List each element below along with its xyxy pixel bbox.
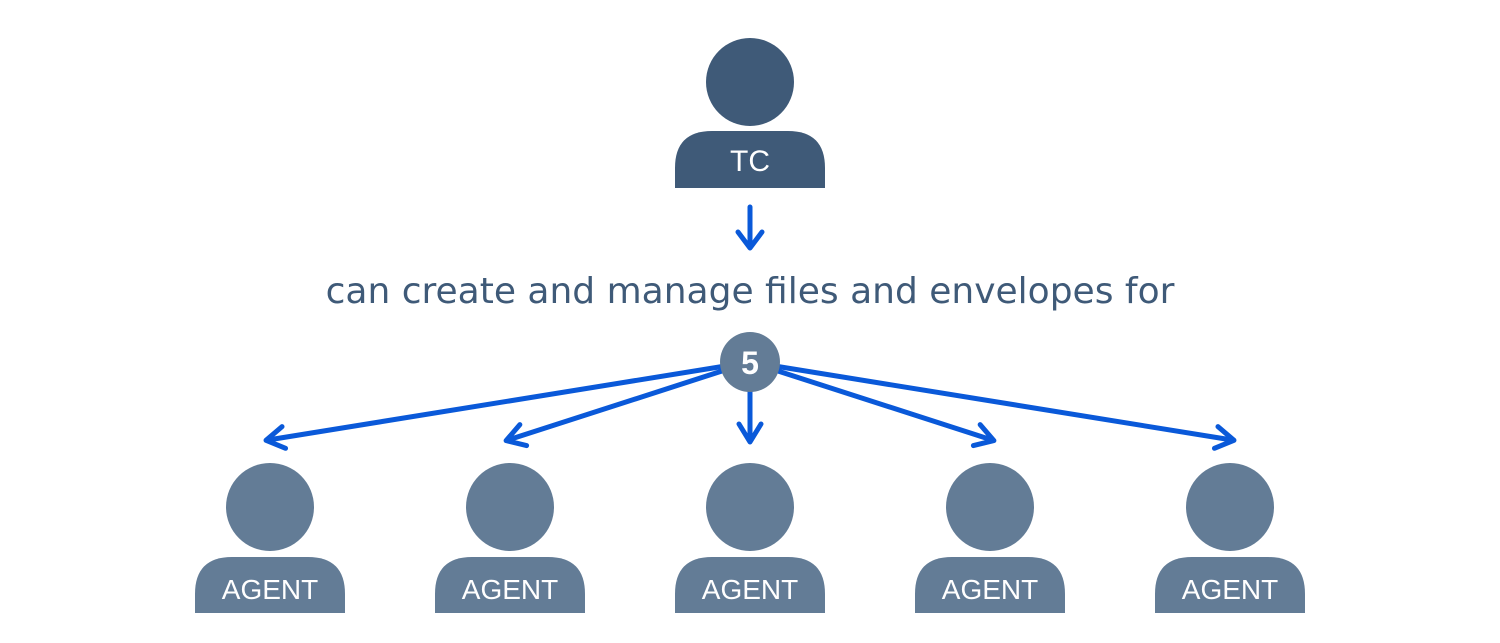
agent-head: [226, 463, 314, 551]
leader-person: TC: [675, 38, 825, 188]
agent-label: AGENT: [222, 574, 318, 605]
agent-arrowhead: [503, 422, 530, 449]
agent-head: [1186, 463, 1274, 551]
agent-person: AGENT: [195, 463, 345, 613]
relationship-text: can create and manage files and envelope…: [326, 271, 1175, 312]
count-badge-value: 5: [741, 345, 759, 381]
agent-arrows: [263, 359, 1237, 451]
count-badge-circle: [720, 332, 780, 392]
agent-arrowhead: [263, 424, 289, 451]
leader-down-arrowhead: [735, 229, 765, 251]
agent-row: AGENT AGENT AGENT AGENT AGENT: [195, 463, 1305, 613]
agent-body: [1155, 557, 1305, 613]
leader-label: TC: [730, 145, 770, 178]
agent-arrow: [747, 359, 1237, 451]
agent-arrow-line: [265, 359, 753, 443]
agent-head: [466, 463, 554, 551]
agent-arrowhead: [736, 421, 764, 445]
agent-body: [195, 557, 345, 613]
agent-body: [915, 557, 1065, 613]
agent-person: AGENT: [675, 463, 825, 613]
agent-body: [675, 557, 825, 613]
agent-person: AGENT: [1155, 463, 1305, 613]
agent-person: AGENT: [915, 463, 1065, 613]
agent-arrow: [263, 359, 753, 451]
agent-arrow-line: [505, 359, 753, 443]
leader-body: [675, 131, 825, 188]
agent-head: [946, 463, 1034, 551]
agent-label: AGENT: [702, 574, 798, 605]
agent-label: AGENT: [462, 574, 558, 605]
count-badge: 5: [720, 332, 780, 392]
agent-person: AGENT: [435, 463, 585, 613]
agent-arrow: [503, 359, 753, 449]
agent-arrow-line: [747, 359, 1235, 443]
agent-body: [435, 557, 585, 613]
agent-head: [706, 463, 794, 551]
agent-label: AGENT: [942, 574, 1038, 605]
agent-label: AGENT: [1182, 574, 1278, 605]
agent-arrow-line: [747, 359, 995, 443]
leader-head: [706, 38, 794, 126]
agent-arrowhead: [970, 422, 997, 449]
agent-arrowhead: [1211, 424, 1237, 451]
agent-arrow: [747, 359, 997, 449]
agent-arrow: [736, 389, 764, 445]
